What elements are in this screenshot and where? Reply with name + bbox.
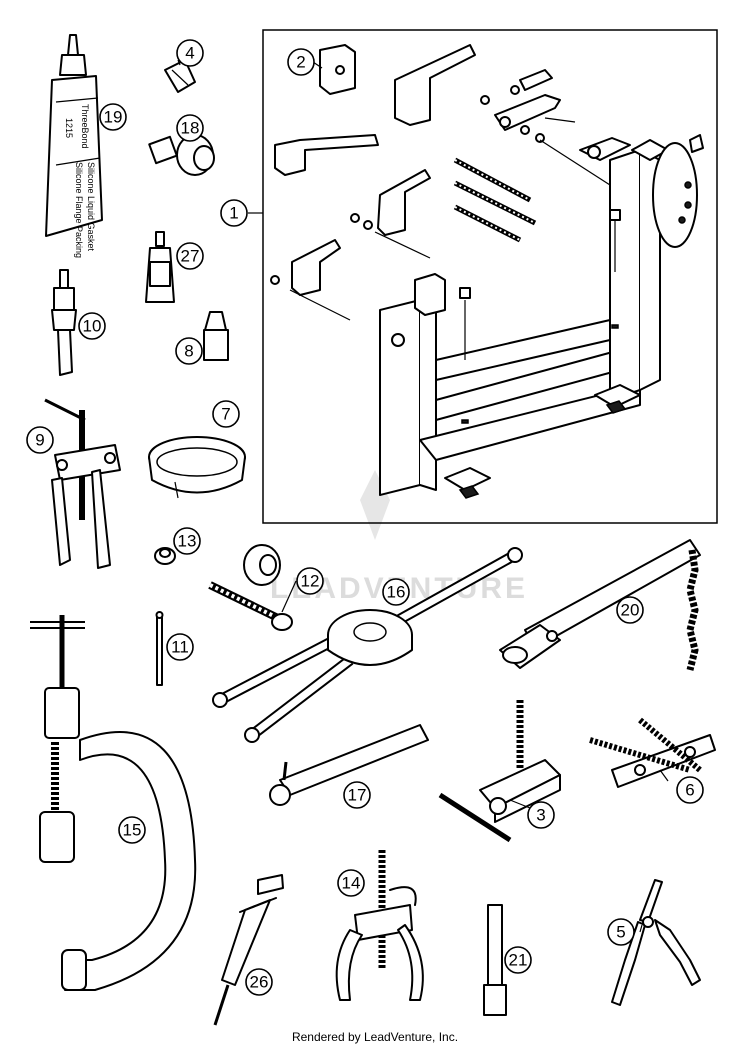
- callout-26: 26: [245, 968, 273, 996]
- item-21-driver: [483, 904, 507, 1016]
- callouts: 1 2 3 4 5 6 7 8 9 10 11 12 13 14 15 16 1…: [26, 39, 704, 996]
- callout-10: 10: [78, 312, 106, 340]
- sealant-tube: ThreeBond 1215 Silicone Liquid Gasket Si…: [45, 34, 103, 258]
- callout-5: 5: [607, 918, 635, 946]
- callout-11: 11: [166, 633, 194, 661]
- callout-15: 15: [118, 816, 146, 844]
- item-26-syringe: [213, 874, 284, 1026]
- callout-1: 1: [220, 199, 248, 227]
- svg-text:2: 2: [296, 53, 305, 72]
- callout-8: 8: [175, 337, 203, 365]
- svg-text:6: 6: [685, 781, 694, 800]
- frame-brackets: [270, 44, 611, 321]
- item-16-holder: [212, 547, 523, 743]
- svg-text:20: 20: [621, 601, 640, 620]
- item-15-clamp: [30, 615, 197, 991]
- svg-text:15: 15: [123, 821, 142, 840]
- item-4-plug: [164, 59, 196, 93]
- callout-4: 4: [176, 39, 204, 67]
- engine-stand-frame: [379, 134, 704, 499]
- svg-text:19: 19: [104, 108, 123, 127]
- callout-2: 2: [287, 48, 315, 76]
- callout-21: 21: [504, 946, 532, 974]
- callout-13: 13: [173, 527, 201, 555]
- svg-text:9: 9: [35, 431, 44, 450]
- svg-text:21: 21: [509, 951, 528, 970]
- item-10-puller: [51, 269, 77, 376]
- callout-7: 7: [212, 400, 240, 428]
- footer-credit: Rendered by LeadVenture, Inc.: [291, 1030, 459, 1044]
- svg-text:27: 27: [181, 247, 200, 266]
- svg-text:14: 14: [342, 874, 361, 893]
- svg-text:7: 7: [221, 405, 230, 424]
- svg-text:1: 1: [229, 204, 238, 223]
- item-18-adapter: [148, 134, 215, 176]
- svg-text:3: 3: [536, 806, 545, 825]
- item-12-bolt-bearing: [208, 544, 293, 631]
- callout-12: 12: [296, 567, 324, 595]
- callout-18: 18: [176, 114, 204, 142]
- item-11-pin: [155, 611, 164, 686]
- svg-text:10: 10: [83, 317, 102, 336]
- item-1-group-box: [262, 29, 718, 524]
- item-17-pin-wrench: [269, 724, 429, 806]
- svg-text:13: 13: [178, 532, 197, 551]
- item-14-puller: [335, 850, 424, 1001]
- callout-3: 3: [527, 801, 555, 829]
- item-20-chain-wrench: [499, 539, 701, 671]
- svg-text:17: 17: [348, 786, 367, 805]
- item-6-puller-bar: [589, 717, 716, 788]
- callout-9: 9: [26, 426, 54, 454]
- threaded-rods: [453, 157, 537, 243]
- svg-text:18: 18: [181, 119, 200, 138]
- item-7-ring: [148, 436, 246, 499]
- callout-20: 20: [616, 596, 644, 624]
- leader-lines: [177, 59, 669, 933]
- svg-text:8: 8: [184, 342, 193, 361]
- svg-text:4: 4: [185, 44, 194, 63]
- callout-17: 17: [343, 781, 371, 809]
- svg-text:11: 11: [171, 638, 189, 657]
- callout-19: 19: [99, 103, 127, 131]
- item-5-pliers: [611, 879, 701, 1006]
- tube-desc-1: Silicone Liquid Gasket: [86, 162, 96, 252]
- item-27-bottle: [145, 231, 175, 303]
- tube-brand: ThreeBond: [80, 104, 90, 149]
- svg-text:5: 5: [616, 923, 625, 942]
- svg-text:16: 16: [387, 583, 406, 602]
- item-8-plug: [203, 311, 229, 361]
- callout-27: 27: [176, 242, 204, 270]
- item-3-chain-breaker: [438, 700, 561, 843]
- item-9-gear-puller: [44, 398, 121, 569]
- callout-6: 6: [676, 776, 704, 804]
- svg-text:12: 12: [301, 572, 320, 591]
- svg-text:26: 26: [250, 973, 269, 992]
- callout-14: 14: [337, 869, 365, 897]
- item-13-nut: [154, 547, 176, 565]
- callout-16: 16: [382, 578, 410, 606]
- tube-desc-2: Silicone Flange Packing: [74, 162, 84, 258]
- tube-code: 1215: [64, 118, 74, 138]
